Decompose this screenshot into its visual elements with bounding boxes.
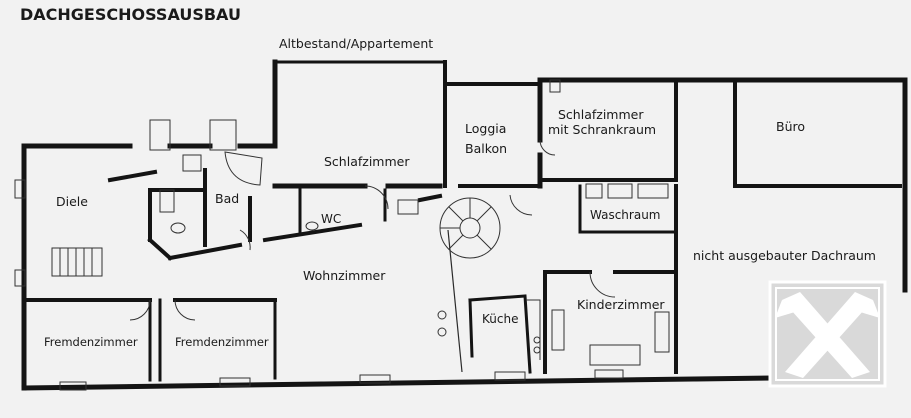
label-kinderzimmer: Kinderzimmer xyxy=(577,297,665,312)
plan-title: DACHGESCHOSSAUSBAU xyxy=(20,5,241,24)
label-balkon: Balkon xyxy=(465,141,507,156)
label-dachraum: nicht ausgebauter Dachraum xyxy=(693,248,876,263)
fixtures xyxy=(14,79,670,391)
walls xyxy=(21,59,908,391)
label-bad: Bad xyxy=(215,191,239,206)
label-wc: WC xyxy=(321,212,341,226)
label-schlafzimmer-schrank-line1: Schlafzimmer xyxy=(558,107,644,122)
label-fremdenzimmer-1: Fremdenzimmer xyxy=(44,335,138,349)
label-waschraum: Waschraum xyxy=(590,208,661,222)
sink xyxy=(159,189,175,213)
label-diele: Diele xyxy=(56,194,88,209)
label-kueche: Küche xyxy=(482,312,518,326)
bathtub xyxy=(224,151,263,186)
stairs xyxy=(51,247,103,277)
label-altbestand: Altbestand/Appartement xyxy=(279,36,433,51)
label-schlafzimmer-schrank-line2: mit Schrankraum xyxy=(548,122,656,137)
label-buero: Büro xyxy=(776,119,805,134)
room-labels: Altbestand/Appartement Schlafzimmer Logg… xyxy=(44,36,876,349)
windows xyxy=(14,79,624,391)
label-loggia: Loggia xyxy=(465,121,506,136)
raiffeisen-cross-logo-icon xyxy=(768,280,887,388)
label-wohnzimmer: Wohnzimmer xyxy=(303,268,386,283)
toilet xyxy=(305,221,319,231)
label-fremdenzimmer-2: Fremdenzimmer xyxy=(175,335,269,349)
label-schlafzimmer: Schlafzimmer xyxy=(324,154,410,169)
